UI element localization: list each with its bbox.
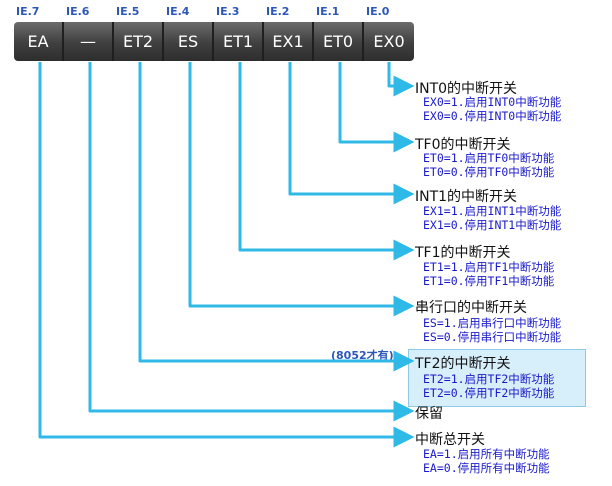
bit-et2: ET2 xyxy=(114,22,164,61)
arrow-et0 xyxy=(338,62,415,153)
entry-et0-title: TF0的中断开关 xyxy=(415,137,511,153)
bit-reserved: — xyxy=(64,22,114,61)
bit-label-ie7: IE.7 xyxy=(16,5,40,18)
entry-et1-line2: ET1=0.停用TF1中断功能 xyxy=(423,274,555,288)
bit-ex0: EX0 xyxy=(364,22,414,61)
entry-et0-line1: ET0=1.启用TF0中断功能 xyxy=(423,151,555,165)
entry-ea-title: 中断总开关 xyxy=(415,432,485,448)
bit-label-ie0: IE.0 xyxy=(366,5,390,18)
entry-et1-title: TF1的中断开关 xyxy=(415,245,511,261)
bit-et1: ET1 xyxy=(214,22,264,61)
bit-label-ie1: IE.1 xyxy=(316,5,340,18)
entry-reserved-title: 保留 xyxy=(415,406,443,422)
bit-es: ES xyxy=(164,22,214,61)
entry-es-line1: ES=1.启用串行口中断功能 xyxy=(423,316,562,330)
bit-ex1: EX1 xyxy=(264,22,314,61)
entry-ex0-line2: EX0=0.停用INT0中断功能 xyxy=(423,109,562,123)
entry-ex1-line2: EX1=0.停用INT1中断功能 xyxy=(423,218,562,232)
arrow-ex0 xyxy=(387,62,415,97)
arrow-reserved xyxy=(88,62,415,422)
entry-et2-title: TF2的中断开关 xyxy=(415,356,511,372)
bit-label-ie6: IE.6 xyxy=(66,5,90,18)
bit-label-ie2: IE.2 xyxy=(266,5,290,18)
entry-et0-line2: ET0=0.停用TF0中断功能 xyxy=(423,165,555,179)
arrow-et2 xyxy=(138,62,415,372)
entry-et2-line1: ET2=1.启用TF2中断功能 xyxy=(423,372,555,386)
bit-ea: EA xyxy=(14,22,64,61)
bit-label-ie5: IE.5 xyxy=(116,5,140,18)
et2-highlight-box xyxy=(408,349,586,407)
entry-ex0-line1: EX0=1.启用INT0中断功能 xyxy=(423,95,562,109)
bit-et0: ET0 xyxy=(314,22,364,61)
entry-ea-line2: EA=0.停用所有中断功能 xyxy=(423,461,550,475)
entry-es-line2: ES=0.停用串行口中断功能 xyxy=(423,330,562,344)
entry-ex1-line1: EX1=1.启用INT1中断功能 xyxy=(423,204,562,218)
entry-ea-line1: EA=1.启用所有中断功能 xyxy=(423,447,550,461)
arrow-es xyxy=(188,62,415,317)
entry-et1-line1: ET1=1.启用TF1中断功能 xyxy=(423,260,555,274)
entry-ex0-title: INT0的中断开关 xyxy=(415,81,518,97)
entry-et2-line2: ET2=0.停用TF2中断功能 xyxy=(423,386,555,400)
bit-label-ie4: IE.4 xyxy=(166,5,190,18)
entry-es-title: 串行口的中断开关 xyxy=(415,300,527,316)
entry-ex1-title: INT1的中断开关 xyxy=(415,189,518,205)
arrow-et1 xyxy=(238,62,415,261)
arrow-ea xyxy=(38,62,415,448)
arrow-ex1 xyxy=(288,62,415,205)
note-8052-only: (8052才有) xyxy=(331,349,394,362)
bit-label-ie3: IE.3 xyxy=(216,5,240,18)
